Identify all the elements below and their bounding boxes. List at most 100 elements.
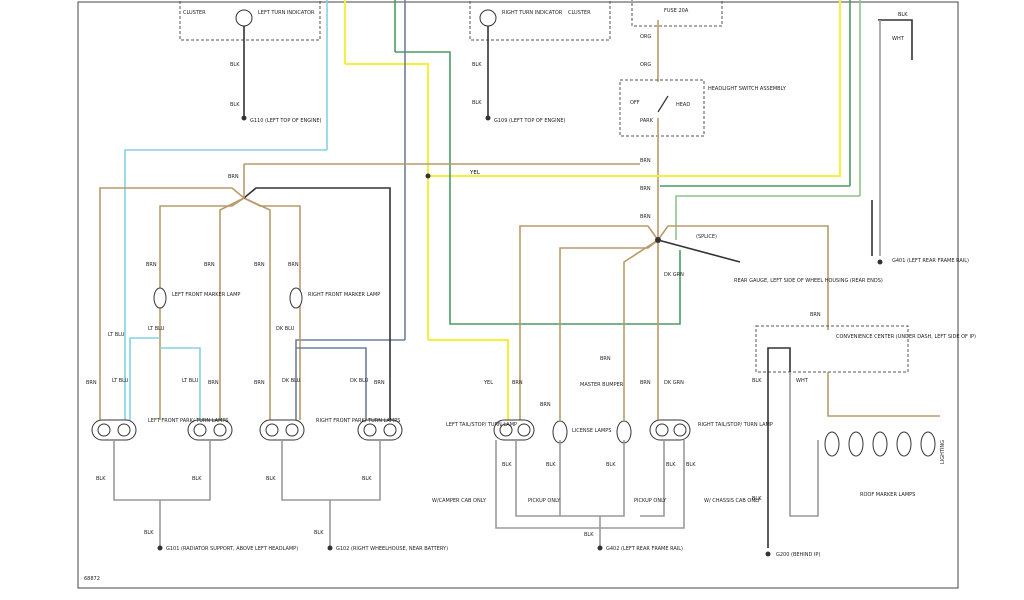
svg-text:BRN: BRN xyxy=(208,380,219,386)
svg-text:DK BLU: DK BLU xyxy=(282,378,301,384)
front-hub-splice: BRN xyxy=(99,163,640,420)
svg-text:BLK: BLK xyxy=(606,462,616,468)
diagram-frame xyxy=(77,1,959,589)
lamp-bulb-icon xyxy=(655,423,669,437)
lamp-bulb-icon xyxy=(896,431,912,457)
svg-text:ORG: ORG xyxy=(640,62,651,68)
svg-text:BRN: BRN xyxy=(640,380,651,386)
svg-text:HEAD: HEAD xyxy=(676,102,690,108)
svg-text:BRN: BRN xyxy=(640,214,651,220)
svg-text:BLK: BLK xyxy=(898,12,908,18)
svg-text:LT BLU: LT BLU xyxy=(112,378,129,384)
rear-gauge-label: REAR GAUGE, LEFT SIDE OF WHEEL HOUSING (… xyxy=(734,278,883,284)
svg-text:BRN: BRN xyxy=(86,380,97,386)
left-turn-indicator-label: LEFT TURN INDICATOR xyxy=(258,10,315,16)
svg-text:OFF: OFF xyxy=(630,100,640,106)
svg-text:BRN: BRN xyxy=(254,380,265,386)
lamp-bulb-icon xyxy=(193,423,207,437)
svg-text:LEFT FRONT MARKER LAMP: LEFT FRONT MARKER LAMP xyxy=(172,292,240,298)
corner-code: 68872 xyxy=(84,576,100,582)
lamp-bulb-icon xyxy=(213,423,227,437)
svg-text:BLK: BLK xyxy=(314,530,324,536)
svg-text:BRN: BRN xyxy=(512,380,523,386)
svg-text:DK GRN: DK GRN xyxy=(664,272,684,278)
lamp-bulb-icon xyxy=(153,287,167,309)
svg-text:PARK: PARK xyxy=(640,118,654,124)
svg-text:BLK: BLK xyxy=(192,476,202,482)
svg-text:BLK: BLK xyxy=(230,102,240,108)
svg-text:BLK: BLK xyxy=(230,62,240,68)
right-cluster-label: CLUSTER xyxy=(568,10,591,16)
lamp-bulb-icon xyxy=(97,423,111,437)
svg-text:LT BLU: LT BLU xyxy=(182,378,199,384)
lamp-bulb-icon xyxy=(920,431,936,457)
g110-label: G110 (LEFT TOP OF ENGINE) xyxy=(250,118,321,124)
left-front-marker-lamp: LEFT FRONT MARKER LAMP xyxy=(153,287,240,309)
svg-text:BLK: BLK xyxy=(502,462,512,468)
right-front-marker-lamp: RIGHT FRONT MARKER LAMP xyxy=(289,287,380,309)
svg-text:LICENSE LAMPS: LICENSE LAMPS xyxy=(572,428,611,434)
left-cluster-label: CLUSTER xyxy=(183,10,206,16)
roof-marker-label: ROOF MARKER LAMPS xyxy=(860,492,915,498)
lamp-bulb-icon xyxy=(848,431,864,457)
svg-text:YEL: YEL xyxy=(483,380,493,386)
svg-text:WHT: WHT xyxy=(796,378,809,384)
lamp-bulb-icon xyxy=(499,423,513,437)
pickup-only-label-2: PICKUP ONLY xyxy=(634,498,667,504)
svg-text:BRN: BRN xyxy=(600,356,611,362)
roof-marker-lamps: ROOF MARKER LAMPS xyxy=(824,372,940,498)
g200-label: G200 (BEHIND IP) xyxy=(776,552,820,558)
lamp-bulb-icon xyxy=(872,431,888,457)
convenience-center-label: CONVENIENCE CENTER (UNDER DASH, LEFT SID… xyxy=(836,334,976,340)
svg-text:YEL: YEL xyxy=(469,170,481,176)
svg-text:RIGHT TAIL/STOP/ TURN LAMP: RIGHT TAIL/STOP/ TURN LAMP xyxy=(698,422,773,428)
lamp-bulb-icon xyxy=(363,423,377,437)
svg-text:BRN: BRN xyxy=(640,186,651,192)
svg-text:WHT: WHT xyxy=(892,36,905,42)
svg-text:BRN: BRN xyxy=(254,262,265,268)
svg-text:ORG: ORG xyxy=(640,34,651,40)
lamp-bulb-icon xyxy=(517,423,531,437)
svg-text:BRN: BRN xyxy=(288,262,299,268)
svg-text:BRN: BRN xyxy=(204,262,215,268)
lamp-bulb-icon xyxy=(673,423,687,437)
fuse-label: FUSE 20A xyxy=(664,8,689,14)
w-camper-label: W/CAMPER CAB ONLY xyxy=(432,498,487,504)
right-tail-lamp: RIGHT TAIL/STOP/ TURN LAMP xyxy=(649,419,773,441)
svg-text:BLK: BLK xyxy=(584,532,594,538)
svg-text:BLK: BLK xyxy=(666,462,676,468)
svg-text:RIGHT FRONT MARKER LAMP: RIGHT FRONT MARKER LAMP xyxy=(308,292,380,298)
svg-text:BLK: BLK xyxy=(546,462,556,468)
master-bumper-label: MASTER BUMPER xyxy=(580,382,624,388)
right-turn-indicator-label: RIGHT TURN INDICATOR xyxy=(502,10,563,16)
svg-text:BLK: BLK xyxy=(752,378,762,384)
splice-label: (SPLICE) xyxy=(696,234,717,240)
svg-text:BLK: BLK xyxy=(266,476,276,482)
g402-label: G402 (LEFT REAR FRAME RAIL) xyxy=(606,546,683,552)
svg-text:LT BLU: LT BLU xyxy=(108,332,125,338)
svg-text:BLK: BLK xyxy=(362,476,372,482)
svg-text:BLK: BLK xyxy=(686,462,696,468)
svg-text:BLK: BLK xyxy=(472,62,482,68)
svg-text:RIGHT FRONT PARK/ TURN LAMPS: RIGHT FRONT PARK/ TURN LAMPS xyxy=(316,418,400,424)
svg-text:BRN: BRN xyxy=(640,158,651,164)
fuse-switch-group: FUSE 20A ORG ORG HEADLIGHT SWITCH ASSEMB… xyxy=(619,0,787,240)
left-tail-lamp: LEFT TAIL/STOP/ TURN LAMP xyxy=(446,419,535,441)
right-turn-indicator-group: RIGHT TURN INDICATOR CLUSTER BLK BLK G10… xyxy=(469,0,611,124)
svg-text:BRN: BRN xyxy=(810,312,821,318)
rear-splice: (SPLICE) xyxy=(519,225,829,420)
svg-text:BRN: BRN xyxy=(228,174,239,180)
g109-label: G109 (LEFT TOP OF ENGINE) xyxy=(494,118,565,124)
right-front-park-turn-lamps: RIGHT FRONT PARK/ TURN LAMPS xyxy=(259,418,403,441)
svg-text:BRN: BRN xyxy=(374,380,385,386)
lamp-bulb-icon xyxy=(265,423,279,437)
lamp-bulb-icon xyxy=(552,420,568,444)
g102-label: G102 (RIGHT WHEELHOUSE, NEAR BATTERY) xyxy=(336,546,448,552)
g101-label: G101 (RADIATOR SUPPORT, ABOVE LEFT HEADL… xyxy=(166,546,298,552)
svg-text:BLK: BLK xyxy=(96,476,106,482)
svg-text:BRN: BRN xyxy=(146,262,157,268)
right-turn-indicator-bulb-icon xyxy=(479,9,497,27)
svg-text:BLK: BLK xyxy=(752,496,762,502)
svg-text:LEFT TAIL/STOP/ TURN LAMP: LEFT TAIL/STOP/ TURN LAMP xyxy=(446,422,517,428)
lamp-bulb-icon xyxy=(289,287,303,309)
